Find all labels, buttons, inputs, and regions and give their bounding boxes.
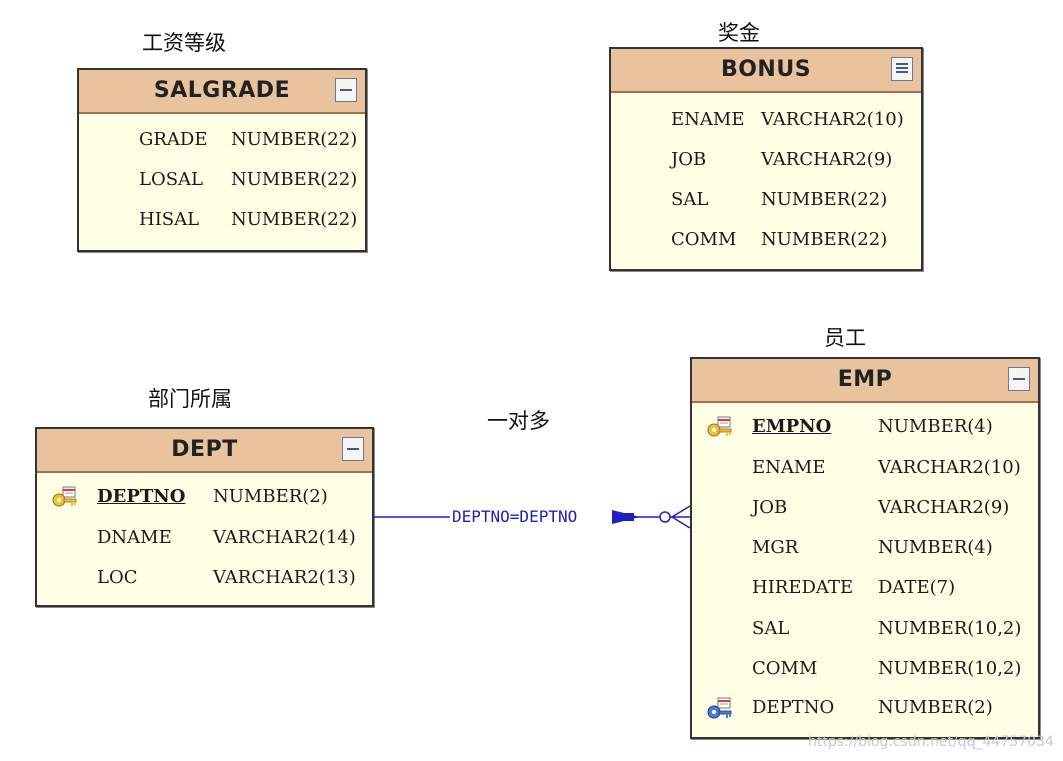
- table-row[interactable]: COMM NUMBER(22): [611, 222, 921, 258]
- column-name: EMPNO: [752, 416, 832, 437]
- table-row[interactable]: HISAL NUMBER(22): [79, 202, 365, 238]
- emp-table[interactable]: EMP EMPNO NUMBER(4) ENAME VARCHAR2(10) J…: [690, 357, 1040, 739]
- column-type: NUMBER(10,2): [878, 618, 1022, 639]
- column-name: HISAL: [139, 209, 200, 230]
- emp-table-name: EMP: [837, 367, 893, 392]
- column-type: NUMBER(2): [213, 486, 328, 507]
- relationship-arrow-bar: [622, 513, 634, 521]
- relationship-label: DEPTNO=DEPTNO: [452, 507, 578, 526]
- table-row[interactable]: DEPTNO NUMBER(2): [692, 690, 1038, 726]
- crows-foot-icon: [671, 516, 691, 529]
- column-type: NUMBER(22): [761, 189, 888, 210]
- primary-key-icon: [707, 416, 732, 437]
- column-name: DEPTNO: [97, 486, 186, 507]
- column-name: GRADE: [139, 129, 208, 150]
- column-type: VARCHAR2(10): [878, 457, 1021, 478]
- column-name: SAL: [752, 618, 790, 639]
- bonus-table[interactable]: BONUS ENAME VARCHAR2(10) JOB VARCHAR2(9)…: [609, 47, 923, 271]
- column-type: NUMBER(10,2): [878, 658, 1022, 679]
- collapse-button[interactable]: [342, 437, 364, 461]
- collapse-button[interactable]: [335, 78, 357, 102]
- salgrade-table-name: SALGRADE: [153, 78, 291, 103]
- column-type: NUMBER(4): [878, 416, 993, 437]
- column-name: HIREDATE: [752, 577, 854, 598]
- table-row[interactable]: COMM NUMBER(10,2): [692, 651, 1038, 687]
- dept-caption: 部门所属: [148, 387, 232, 411]
- foreign-key-icon: [707, 697, 732, 719]
- column-type: DATE(7): [878, 577, 956, 598]
- column-type: VARCHAR2(9): [878, 497, 1010, 518]
- column-name: MGR: [752, 537, 799, 558]
- column-name: LOSAL: [139, 169, 203, 190]
- table-row[interactable]: ENAME VARCHAR2(10): [611, 102, 921, 138]
- watermark: https://blog.csdn.net/qq_44757034: [808, 734, 1054, 750]
- column-name: JOB: [752, 497, 788, 518]
- table-row[interactable]: ENAME VARCHAR2(10): [692, 450, 1038, 486]
- primary-key-icon: [52, 486, 77, 507]
- table-row[interactable]: JOB VARCHAR2(9): [611, 142, 921, 178]
- column-type: NUMBER(22): [231, 209, 358, 230]
- crows-foot-icon: [671, 505, 691, 518]
- table-row[interactable]: LOSAL NUMBER(22): [79, 162, 365, 198]
- table-row[interactable]: GRADE NUMBER(22): [79, 122, 365, 158]
- column-type: NUMBER(4): [878, 537, 993, 558]
- salgrade-caption: 工资等级: [142, 31, 226, 55]
- dept-table-header[interactable]: DEPT: [37, 429, 372, 473]
- table-row[interactable]: LOC VARCHAR2(13): [37, 560, 372, 596]
- bonus-table-name: BONUS: [720, 57, 812, 82]
- column-name: SAL: [671, 189, 709, 210]
- column-type: VARCHAR2(14): [213, 527, 356, 548]
- column-type: NUMBER(22): [231, 129, 358, 150]
- collapse-button[interactable]: [1008, 367, 1030, 391]
- table-options-button[interactable]: [891, 57, 913, 81]
- column-name: JOB: [671, 149, 707, 170]
- column-name: COMM: [671, 229, 737, 250]
- salgrade-table[interactable]: SALGRADE GRADE NUMBER(22) LOSAL NUMBER(2…: [77, 68, 367, 252]
- column-name: LOC: [97, 567, 138, 588]
- optional-marker-icon: [659, 511, 671, 523]
- column-type: NUMBER(22): [761, 229, 888, 250]
- column-name: DNAME: [97, 527, 172, 548]
- table-row[interactable]: HIREDATE DATE(7): [692, 570, 1038, 606]
- table-row[interactable]: SAL NUMBER(10,2): [692, 611, 1038, 647]
- column-type: VARCHAR2(13): [213, 567, 356, 588]
- bonus-table-header[interactable]: BONUS: [611, 49, 921, 93]
- column-name: COMM: [752, 658, 818, 679]
- dept-table[interactable]: DEPT DEPTNO NUMBER(2) DNAME VARCHAR2(14)…: [35, 427, 374, 607]
- emp-caption: 员工: [824, 326, 866, 350]
- column-name: ENAME: [752, 457, 826, 478]
- table-row[interactable]: SAL NUMBER(22): [611, 182, 921, 218]
- column-type: VARCHAR2(9): [761, 149, 893, 170]
- column-type: NUMBER(22): [231, 169, 358, 190]
- table-row[interactable]: JOB VARCHAR2(9): [692, 490, 1038, 526]
- column-name: DEPTNO: [752, 697, 835, 718]
- column-type: NUMBER(2): [878, 697, 993, 718]
- table-row[interactable]: MGR NUMBER(4): [692, 530, 1038, 566]
- table-row[interactable]: DNAME VARCHAR2(14): [37, 520, 372, 556]
- salgrade-table-header[interactable]: SALGRADE: [79, 70, 365, 114]
- emp-table-header[interactable]: EMP: [692, 359, 1038, 403]
- relationship-caption: 一对多: [487, 409, 550, 433]
- bonus-caption: 奖金: [718, 21, 760, 45]
- column-type: VARCHAR2(10): [761, 109, 904, 130]
- column-name: ENAME: [671, 109, 745, 130]
- table-row[interactable]: EMPNO NUMBER(4): [692, 409, 1038, 445]
- table-row[interactable]: DEPTNO NUMBER(2): [37, 479, 372, 515]
- dept-table-name: DEPT: [171, 437, 238, 462]
